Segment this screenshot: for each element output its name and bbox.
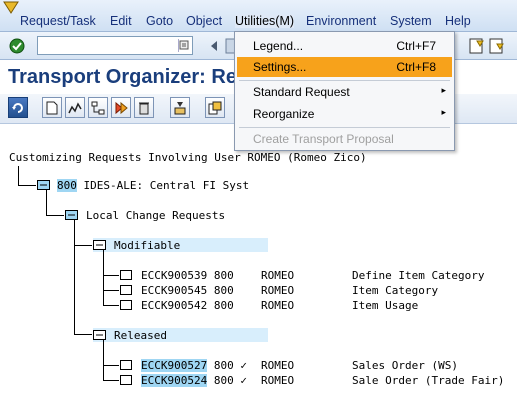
tree-modifiable-node[interactable]: Modifiable [114,239,181,252]
tree-line [103,340,104,380]
table-row[interactable]: ECCK900524 800 ✓ [141,374,247,387]
page-title: Transport Organizer: Re [8,66,237,88]
menu-help[interactable]: Help [445,14,471,28]
request-user: ROMEO [261,284,295,297]
menu-item-create-transport-proposal: Create Transport Proposal [253,132,394,146]
menu-item-settings[interactable]: Settings... Ctrl+F8 [237,57,452,77]
folder-open-icon[interactable] [37,180,50,190]
released-highlight [93,328,268,342]
create-button[interactable] [42,97,62,118]
tree-line [103,250,104,305]
request-user: ROMEO [261,299,295,312]
request-user: ROMEO [261,359,295,372]
menu-separator [239,127,450,128]
command-history-icon[interactable] [178,39,190,52]
request-tree: Customizing Requests Involving User ROME… [0,124,517,401]
refresh-button[interactable] [8,97,28,118]
menu-edit[interactable]: Edit [110,14,132,28]
table-row[interactable]: ECCK900545 800 [141,284,234,297]
request-expand-icon[interactable] [120,375,132,385]
menu-object[interactable]: Object [186,14,223,28]
tree-local-node[interactable]: Local Change Requests [86,209,226,222]
delete-button[interactable] [134,97,154,118]
create-session-icon[interactable] [468,37,486,55]
submenu-arrow-icon: ▸ [441,107,446,117]
request-expand-icon[interactable] [120,270,132,280]
tree-line [46,190,47,215]
request-description: Define Item Category [352,269,485,282]
tree-line [103,290,119,291]
modifiable-highlight [93,238,268,252]
tree-line [18,166,19,185]
menu-environment[interactable]: Environment [306,14,377,28]
sap-menu-icon[interactable] [3,1,19,15]
tree-released-node[interactable]: Released [114,329,167,342]
tree-line [103,365,119,366]
command-field[interactable] [37,36,193,55]
tree-line [46,215,64,216]
request-description: Item Usage [352,299,419,312]
menu-item-legend[interactable]: Legend... Ctrl+F7 [253,39,436,53]
request-expand-icon[interactable] [120,360,132,370]
import-button[interactable] [170,97,190,118]
request-description: Item Category [352,284,439,297]
change-display-button[interactable] [65,97,85,118]
tree-line [74,334,92,335]
tree-line [18,185,36,186]
menu-item-reorganize[interactable]: Reorganize ▸ [253,107,446,121]
tree-line [74,220,75,334]
table-row[interactable]: ECCK900542 800 [141,299,234,312]
table-row[interactable]: ECCK900539 800 [141,269,234,282]
tree-client-node[interactable]: 800 IDES-ALE: Central FI Syst [57,179,249,192]
enter-check-icon[interactable] [8,37,26,55]
tree-line [103,380,119,381]
request-expand-icon[interactable] [120,285,132,295]
client-id: 800 [57,179,77,192]
menu-goto[interactable]: Goto [146,14,174,28]
collapse-left-icon[interactable] [205,37,223,55]
folder-open-icon[interactable] [93,240,106,250]
request-user: ROMEO [261,374,295,387]
submenu-arrow-icon: ▸ [441,85,446,95]
folder-open-icon[interactable] [65,210,78,220]
menu-request-task[interactable]: Request/Task [20,14,96,28]
tree-line [74,245,92,246]
tree-line [103,305,119,306]
release-button[interactable] [111,97,131,118]
folder-open-icon[interactable] [93,330,106,340]
request-user: ROMEO [261,269,295,282]
menu-utilities[interactable]: Utilities(M) [235,14,295,28]
menu-system[interactable]: System [390,14,432,28]
table-row[interactable]: ECCK900527 800 ✓ [141,359,247,372]
menu-separator [239,80,450,81]
menu-item-standard-request[interactable]: Standard Request ▸ [253,85,446,99]
hierarchy-button[interactable] [88,97,108,118]
utilities-dropdown: Legend... Ctrl+F7 Settings... Ctrl+F8 St… [234,31,455,151]
tree-root-label: Customizing Requests Involving User ROME… [9,151,367,164]
client-text: IDES-ALE: Central FI Syst [83,179,250,192]
request-description: Sales Order (WS) [352,359,458,372]
object-list-button[interactable] [205,97,225,118]
request-description: Sale Order (Trade Fair) [352,374,505,387]
menu-bar: Request/Task Edit Goto Object Utilities(… [0,0,517,32]
shortcut-icon[interactable] [488,37,506,55]
tree-line [103,275,119,276]
request-expand-icon[interactable] [120,300,132,310]
